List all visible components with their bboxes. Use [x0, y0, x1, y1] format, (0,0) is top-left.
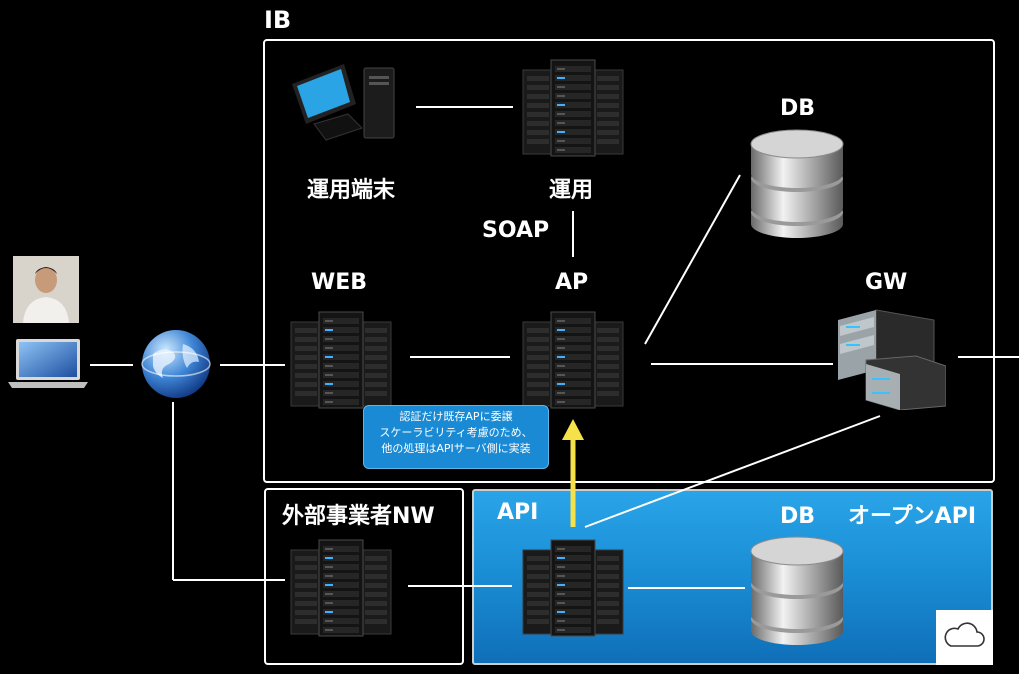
- api-label: API: [497, 500, 539, 525]
- soap-label: SOAP: [482, 218, 550, 243]
- server-rack-icon: [521, 310, 625, 410]
- ib-zone-box: [263, 39, 995, 483]
- ops-terminal-label: 運用端末: [307, 178, 396, 203]
- laptop-icon: [8, 338, 88, 390]
- desktop-pc-icon: [292, 62, 396, 144]
- web-label: WEB: [311, 270, 368, 295]
- callout-note: 認証だけ既存APに委譲 スケーラビリティ考慮のため、 他の処理はAPIサーバ側に…: [363, 405, 549, 469]
- server-rack-icon: [521, 538, 625, 638]
- db-top-label: DB: [780, 96, 816, 121]
- callout-line-3: 他の処理はAPIサーバ側に実装: [381, 442, 531, 455]
- ops-label: 運用: [549, 178, 594, 203]
- server-rack-icon: [521, 58, 625, 158]
- server-rack-icon: [289, 310, 393, 410]
- database-icon: [749, 535, 845, 647]
- ext-nw-label: 外部事業者NW: [282, 504, 435, 529]
- cloud-icon: [944, 622, 985, 647]
- globe-icon: [135, 326, 217, 402]
- callout-line-1: 認証だけ既存APに委譲: [399, 410, 513, 423]
- gateway-server-icon: [836, 304, 947, 411]
- server-rack-icon: [289, 538, 393, 638]
- database-icon: [749, 128, 845, 240]
- ap-label: AP: [555, 270, 589, 295]
- open-api-label: オープンAPI: [848, 504, 977, 529]
- cloud-badge: [936, 610, 993, 665]
- person-photo: [13, 256, 79, 323]
- gw-label: GW: [865, 270, 908, 295]
- ib-label: IB: [264, 6, 292, 34]
- external-nw-box: [264, 488, 464, 665]
- callout-line-2: スケーラビリティ考慮のため、: [379, 426, 533, 439]
- db-bottom-label: DB: [780, 504, 816, 529]
